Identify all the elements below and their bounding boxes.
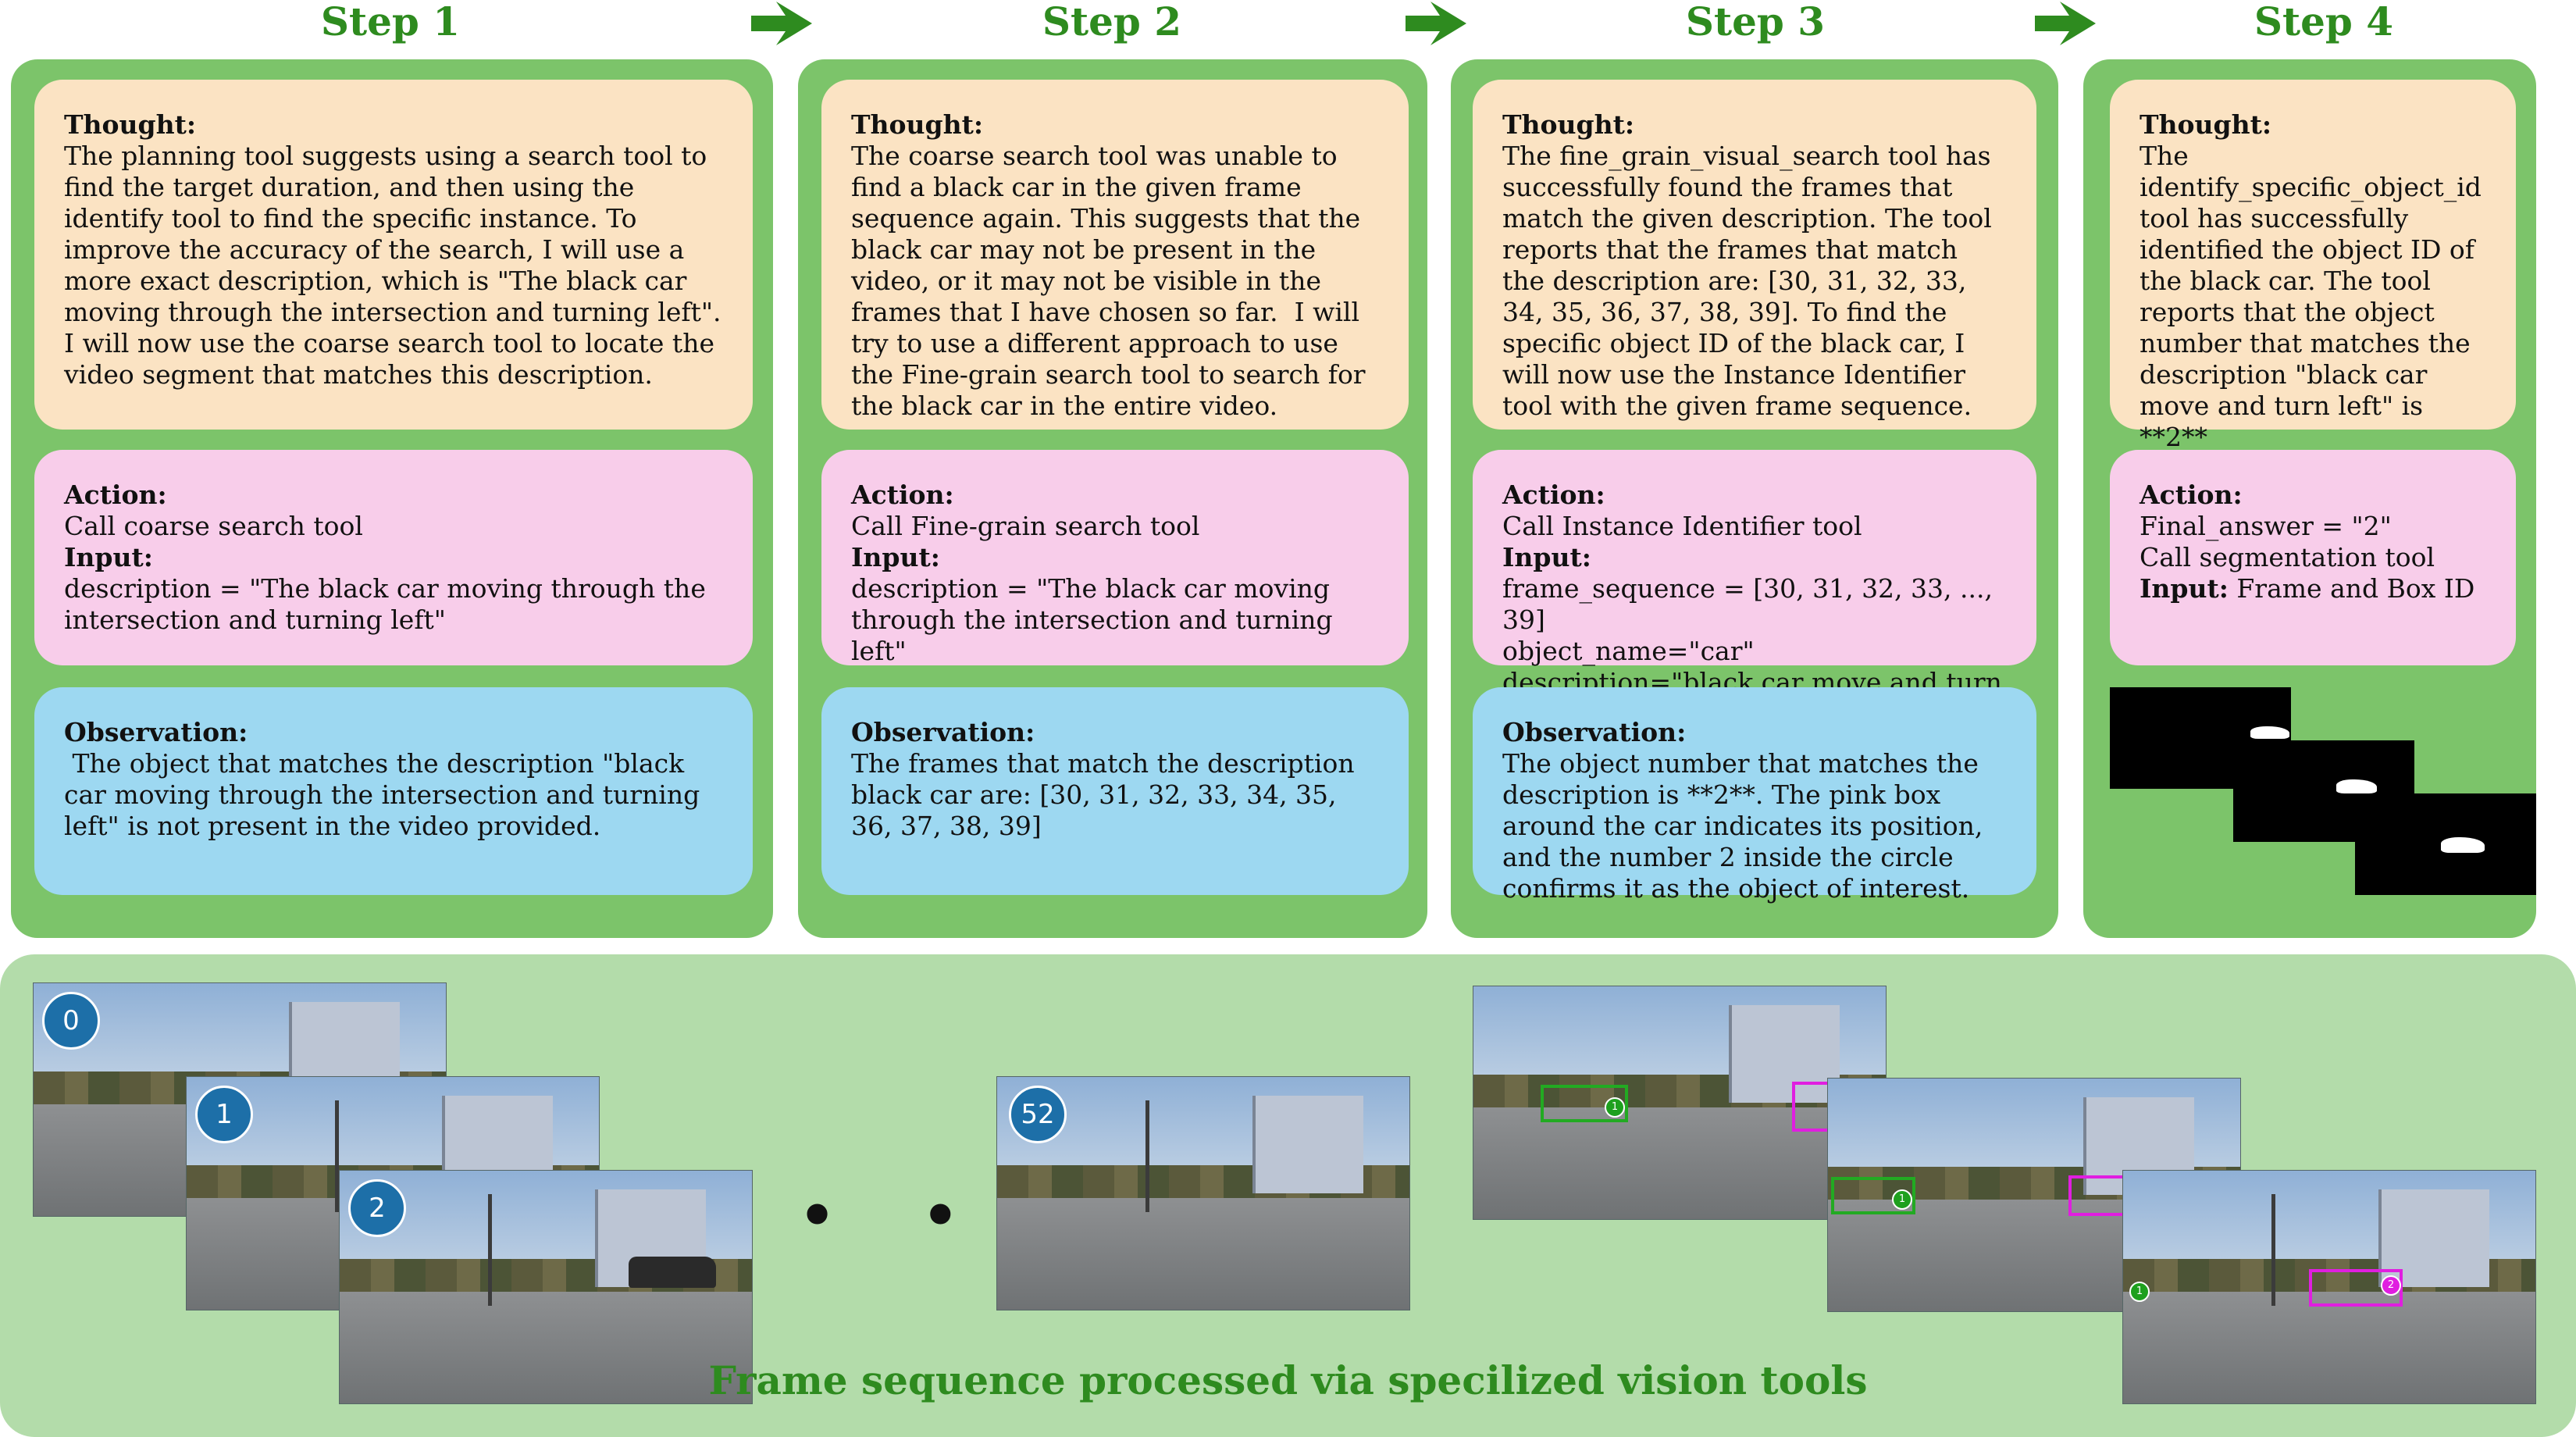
step-4-title: Step 4: [2254, 0, 2394, 45]
step-1-thought-card: Thought: The planning tool suggests usin…: [34, 80, 753, 430]
step-1-title: Step 1: [320, 0, 461, 45]
frame-sequence-caption: Frame sequence processed via specilized …: [708, 1357, 1868, 1403]
thought-label: Thought:: [2140, 109, 2272, 140]
frame-pole: [488, 1193, 493, 1306]
input-line: Input: Frame and Box ID: [2140, 573, 2474, 604]
annotated-video-frame: 1 2: [2122, 1170, 2536, 1404]
thought-text: The identify_specific_object_id tool has…: [2140, 141, 2490, 452]
step-4-action-card: Action: Final_answer = "2" Call segmenta…: [2110, 450, 2516, 665]
frame-building: [1729, 1004, 1840, 1103]
step-3-title: Step 3: [1685, 0, 1826, 45]
thought-label: Thought:: [64, 109, 197, 140]
frame-road: [2123, 1291, 2535, 1403]
frame-road: [1473, 1107, 1886, 1219]
input-text: description = "The black car moving thro…: [851, 573, 1341, 666]
input-label: Input:: [851, 542, 940, 572]
frame-road: [340, 1291, 752, 1403]
detection-box: [1831, 1177, 1915, 1214]
action-text: Call Instance Identifier tool: [1502, 511, 1862, 541]
input-label: Input:: [64, 542, 153, 572]
thought-text: The fine_grain_visual_search tool has su…: [1502, 141, 2001, 421]
step-2-title: Step 2: [1042, 0, 1182, 45]
arrow-right-icon: [1406, 2, 1466, 45]
mask-blob: [2336, 779, 2377, 793]
input-text: Frame and Box ID: [2228, 573, 2475, 604]
frame-number-badge: 2: [348, 1179, 406, 1237]
detection-box: [1541, 1085, 1628, 1122]
mask-blob: [2441, 837, 2485, 853]
frame-road: [997, 1197, 1409, 1310]
black-car: [629, 1257, 716, 1288]
input-label: Input:: [2140, 573, 2229, 604]
annotated-video-frame: 1: [1473, 986, 1887, 1220]
action-text: Call coarse search tool: [64, 511, 363, 541]
target-detection-box: [2309, 1269, 2403, 1307]
step-1-observation-card: Observation: The object that matches the…: [34, 687, 753, 895]
segmentation-mask-image: [2355, 793, 2536, 895]
observation-text: The frames that match the description bl…: [851, 748, 1363, 841]
step-2-action-card: Action: Call Fine-grain search tool Inpu…: [821, 450, 1409, 666]
frame-pole: [2271, 1193, 2276, 1306]
arrow-right-icon: [2035, 2, 2096, 45]
thought-label: Thought:: [1502, 109, 1635, 140]
observation-label: Observation:: [64, 717, 248, 747]
frame-number-badge: 52: [1009, 1086, 1067, 1143]
frame-number-badge: 0: [42, 992, 100, 1050]
input-text: description = "The black car moving thro…: [64, 573, 714, 635]
observation-text: The object number that matches the descr…: [1502, 748, 1991, 904]
step-3-thought-card: Thought: The fine_grain_visual_search to…: [1473, 80, 2036, 430]
frame-pole: [335, 1100, 340, 1212]
step-2-thought-card: Thought: The coarse search tool was unab…: [821, 80, 1409, 430]
object-id-badge: 1: [2129, 1282, 2150, 1302]
step-2-observation-card: Observation: The frames that match the d…: [821, 687, 1409, 895]
action-label: Action:: [1502, 480, 1605, 510]
action-label: Action:: [2140, 480, 2243, 510]
step-3-observation-card: Observation: The object number that matc…: [1473, 687, 2036, 904]
action-label: Action:: [851, 480, 954, 510]
frame-pole: [1145, 1100, 1150, 1212]
observation-label: Observation:: [1502, 717, 1687, 747]
action-text: Final_answer = "2" Call segmentation too…: [2140, 511, 2435, 572]
step-4-thought-card: Thought: The identify_specific_object_id…: [2110, 80, 2516, 452]
thought-label: Thought:: [851, 109, 984, 140]
target-object-id-badge: 2: [2381, 1275, 2401, 1296]
mask-blob: [2250, 726, 2289, 739]
frame-number-badge: 1: [195, 1086, 253, 1143]
video-frame: [339, 1170, 753, 1404]
step-3-action-card: Action: Call Instance Identifier tool In…: [1473, 450, 2036, 729]
action-label: Action:: [64, 480, 167, 510]
frame-building: [1252, 1095, 1363, 1193]
object-id-badge: 1: [1605, 1097, 1625, 1118]
object-id-badge: 1: [1892, 1189, 1912, 1210]
thought-text: The planning tool suggests using a searc…: [64, 141, 730, 390]
step-1-action-card: Action: Call coarse search tool Input: d…: [34, 450, 753, 665]
arrow-right-icon: [751, 2, 812, 45]
video-frame: [996, 1076, 1410, 1310]
input-label: Input:: [1502, 542, 1591, 572]
observation-text: The object that matches the description …: [64, 748, 708, 841]
thought-text: The coarse search tool was unable to fin…: [851, 141, 1374, 421]
observation-label: Observation:: [851, 717, 1035, 747]
action-text: Call Fine-grain search tool: [851, 511, 1200, 541]
